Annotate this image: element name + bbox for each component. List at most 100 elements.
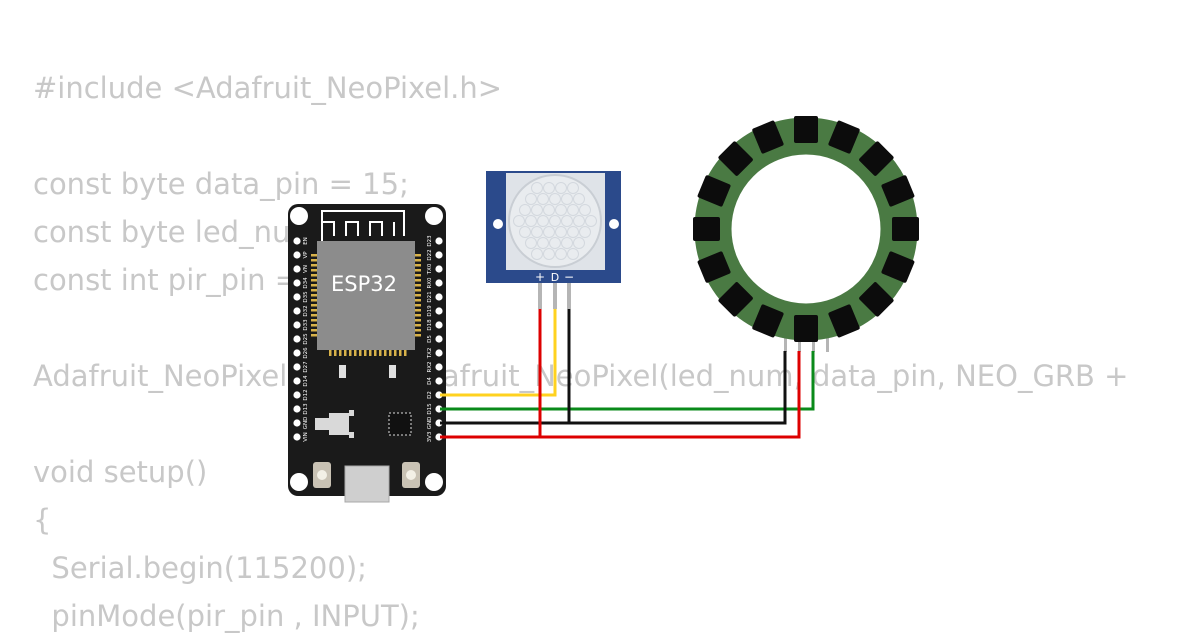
pin-hole[interactable] <box>293 391 301 399</box>
pir-pin-label-data: D <box>551 271 559 284</box>
neopixel-led[interactable] <box>693 217 720 241</box>
reset-button[interactable] <box>313 462 331 488</box>
pin-label: D32 <box>303 305 309 316</box>
pin-hole[interactable] <box>293 335 301 343</box>
mounting-hole <box>425 473 443 491</box>
pir-fresnel-lens <box>508 174 602 268</box>
pin-label: D27 <box>303 361 309 373</box>
neopixel-led[interactable] <box>881 251 915 284</box>
pin-label: D4 <box>427 377 433 385</box>
pir-pin-leg <box>553 283 557 309</box>
regulator-pin <box>349 432 354 438</box>
wire-red-pir[interactable] <box>440 309 542 439</box>
code-line: pinMode(pir_pin , INPUT); <box>33 599 420 633</box>
ring-pin-leg <box>826 330 829 352</box>
pin-hole[interactable] <box>435 237 443 245</box>
wire-green[interactable] <box>440 351 815 411</box>
pin-hole[interactable] <box>435 433 443 441</box>
neopixel-led[interactable] <box>697 175 731 208</box>
wire-red-ring[interactable] <box>440 351 801 439</box>
mounting-hole <box>609 219 619 229</box>
pin-headers <box>293 237 443 441</box>
neopixel-led[interactable] <box>828 304 861 338</box>
pin-hole[interactable] <box>293 405 301 413</box>
pin-hole[interactable] <box>435 391 443 399</box>
esp32-chip-label: ESP32 <box>331 272 397 296</box>
mounting-hole <box>290 473 308 491</box>
pin-hole[interactable] <box>435 419 443 427</box>
pin-hole[interactable] <box>293 363 301 371</box>
wire-black-pir[interactable] <box>440 309 571 425</box>
led-component <box>389 365 396 378</box>
led-component <box>339 365 346 378</box>
code-line: const byte led_nu <box>33 215 291 249</box>
pin-label: D34 <box>303 277 309 289</box>
mounting-hole <box>493 219 503 229</box>
pin-hole[interactable] <box>293 321 301 329</box>
pin-hole[interactable] <box>435 279 443 287</box>
pin-hole[interactable] <box>293 279 301 287</box>
code-line: void setup() <box>33 455 208 489</box>
pin-hole[interactable] <box>435 349 443 357</box>
module-pads <box>311 254 421 356</box>
neopixel-led[interactable] <box>752 304 785 338</box>
neopixel-led[interactable] <box>794 116 818 143</box>
left-pin-labels: ENVPVND34D35D32D33D25D26D27D14D12D13GNDV… <box>303 237 309 442</box>
pin-label: D19 <box>427 305 433 317</box>
neopixel-led[interactable] <box>828 120 861 154</box>
pin-hole[interactable] <box>435 363 443 371</box>
regulator-tab <box>315 418 330 430</box>
right-pin-labels: D23D22TX0RX0D21D19D18D5TX2RX2D4D2D15GND3… <box>427 235 433 443</box>
pir-pin-label-gnd: − <box>564 270 574 284</box>
mounting-hole <box>290 207 308 225</box>
pir-sensor[interactable]: + D − <box>486 171 621 309</box>
pin-label: RX2 <box>427 361 433 372</box>
code-line: const byte data_pin = 15; <box>33 167 409 201</box>
pin-hole[interactable] <box>435 335 443 343</box>
pin-hole[interactable] <box>293 251 301 259</box>
wire-yellow[interactable] <box>440 309 557 397</box>
pin-label: VIN <box>303 432 309 442</box>
pin-hole[interactable] <box>293 265 301 273</box>
neopixel-led[interactable] <box>752 120 785 154</box>
boot-button[interactable] <box>402 462 420 488</box>
pin-hole[interactable] <box>293 307 301 315</box>
pin-label: RX0 <box>427 277 433 289</box>
pin-hole[interactable] <box>435 293 443 301</box>
esp32-board[interactable]: ESP32 ENVPVND34D35D32D33D25D26D27D14D12D… <box>288 204 446 503</box>
pin-hole[interactable] <box>293 419 301 427</box>
pin-hole[interactable] <box>293 349 301 357</box>
ring-leds <box>693 116 919 342</box>
neopixel-led[interactable] <box>718 281 754 317</box>
usb-uart-chip <box>388 412 412 436</box>
pin-label: D23 <box>427 235 433 247</box>
pin-label: D25 <box>303 333 309 345</box>
pin-hole[interactable] <box>293 377 301 385</box>
pin-hole[interactable] <box>293 237 301 245</box>
pin-label: D26 <box>303 347 309 359</box>
neopixel-ring[interactable] <box>693 116 919 352</box>
wires <box>440 309 815 439</box>
neopixel-led[interactable] <box>881 175 915 208</box>
pin-hole[interactable] <box>435 251 443 259</box>
wire-black-ring[interactable] <box>440 351 787 425</box>
pin-label: D18 <box>427 319 433 331</box>
neopixel-led[interactable] <box>858 141 894 177</box>
neopixel-led[interactable] <box>794 315 818 342</box>
pir-pin-leg <box>538 283 542 309</box>
pin-hole[interactable] <box>435 307 443 315</box>
neopixel-led[interactable] <box>892 217 919 241</box>
pin-hole[interactable] <box>293 293 301 301</box>
antenna-trace <box>321 210 405 242</box>
pin-label: GND <box>427 417 433 430</box>
pin-label: D21 <box>427 291 433 302</box>
pin-hole[interactable] <box>435 405 443 413</box>
neopixel-led[interactable] <box>697 251 731 284</box>
neopixel-led[interactable] <box>718 141 754 177</box>
pin-hole[interactable] <box>435 321 443 329</box>
neopixel-led[interactable] <box>858 281 894 317</box>
code-editor[interactable]: #include <Adafruit_NeoPixel.h>const byte… <box>33 64 1128 640</box>
pin-hole[interactable] <box>293 433 301 441</box>
pin-hole[interactable] <box>435 377 443 385</box>
pin-hole[interactable] <box>435 265 443 273</box>
